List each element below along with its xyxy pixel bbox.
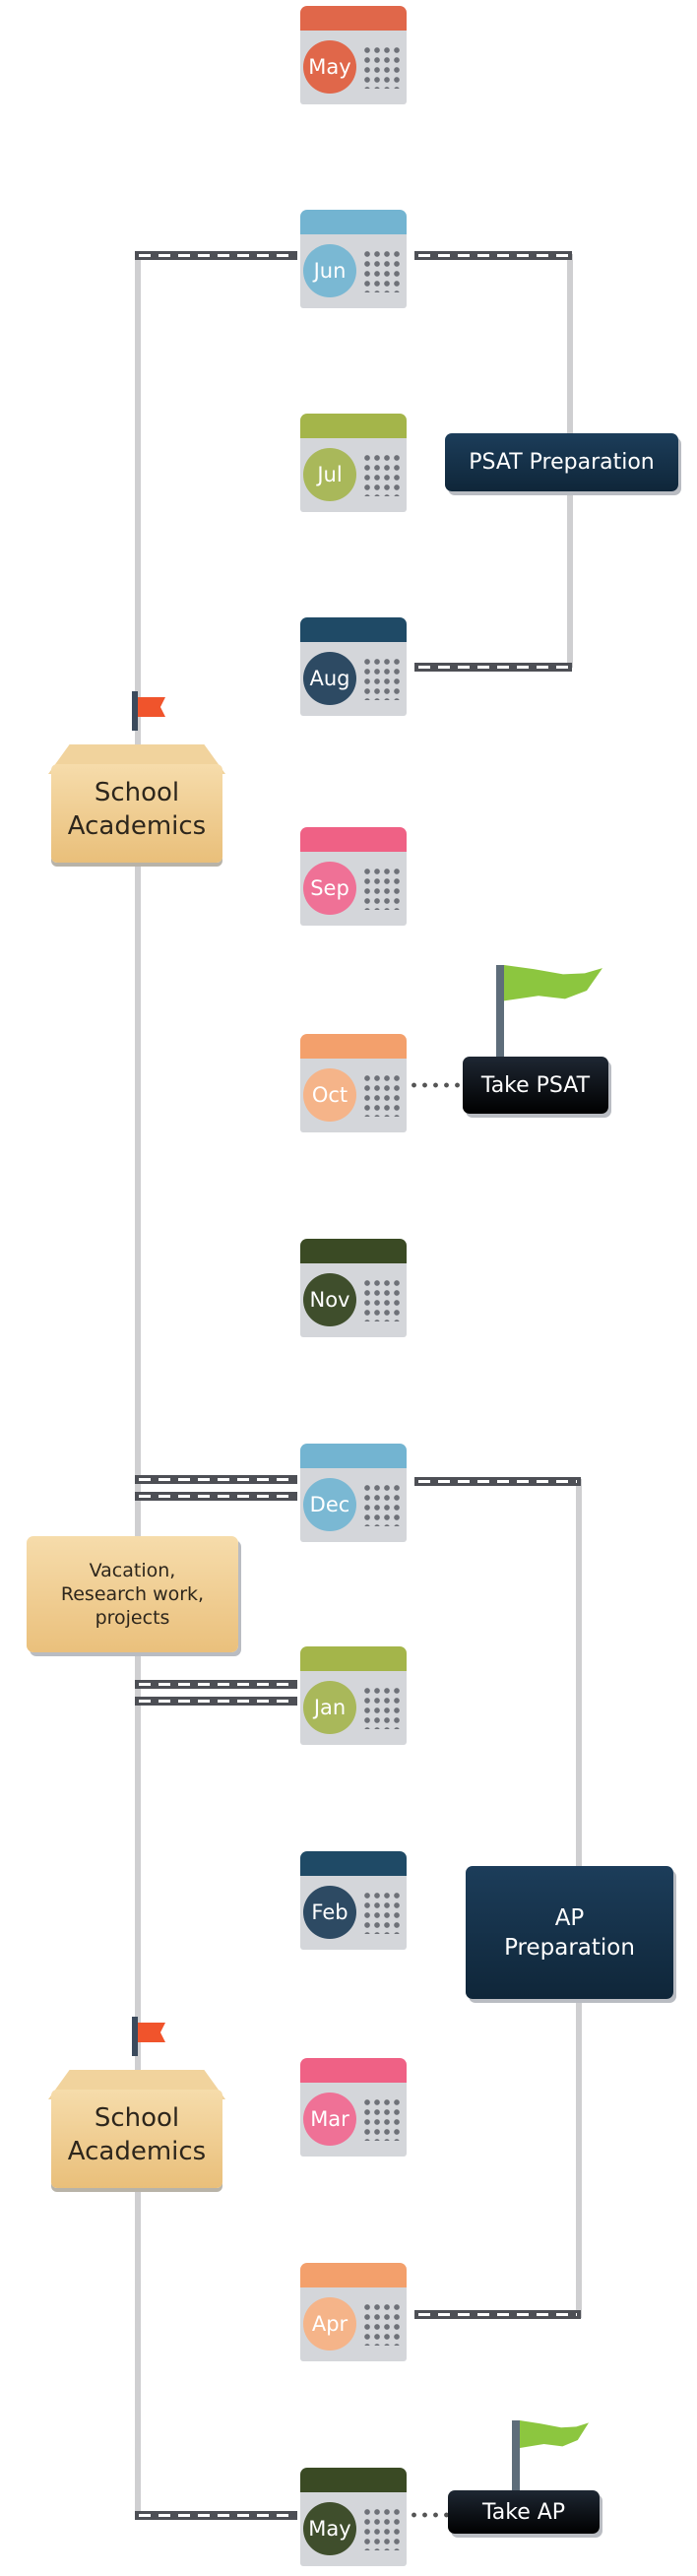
month-label: Sep (303, 862, 356, 915)
calendar-aug: Aug (300, 617, 407, 716)
take-ap-box: Take AP (448, 2490, 600, 2534)
school-building-icon (51, 2090, 222, 2188)
month-label: Jan (303, 1681, 356, 1734)
month-label: Feb (303, 1886, 356, 1939)
may-left-rail (135, 2511, 297, 2520)
month-label: Nov (303, 1273, 356, 1326)
calendar-header (300, 414, 407, 440)
calendar-days-icon (362, 2097, 402, 2141)
calendar-days-icon (362, 249, 402, 292)
jan-left-rail-bottom (135, 1697, 297, 1706)
dec-left-rail-bottom (135, 1492, 297, 1501)
ap-prep-line2: Preparation (504, 1934, 635, 1961)
school-label-line2: Academics (67, 811, 207, 841)
month-label: Aug (303, 652, 356, 705)
calendar-header (300, 210, 407, 236)
calendar-days-icon (362, 1073, 402, 1117)
calendar-apr: Apr (300, 2263, 407, 2361)
school-academics-label: School Academics (51, 2101, 222, 2168)
school-label-line2: Academics (67, 2137, 207, 2166)
school-academics-box-2: School Academics (43, 2060, 230, 2193)
calendar-days-icon (362, 2302, 402, 2346)
vacation-box: Vacation, Research work, projects (27, 1536, 238, 1652)
dec-right-rail (414, 1477, 581, 1486)
month-label: Apr (303, 2297, 356, 2351)
vacation-line2: Research work, (60, 1583, 205, 1605)
jun-left-rail (135, 251, 297, 260)
calendar-mar: Mar (300, 2058, 407, 2157)
month-label: Mar (303, 2093, 356, 2146)
calendar-may-1: May (300, 6, 407, 104)
calendar-days-icon (362, 1483, 402, 1526)
calendar-header (300, 2468, 407, 2494)
month-label: May (303, 2502, 356, 2555)
month-label: Dec (303, 1478, 356, 1531)
calendar-jul: Jul (300, 414, 407, 512)
month-label: Jul (303, 448, 356, 501)
left-timeline-line (135, 254, 141, 2515)
calendar-oct: Oct (300, 1034, 407, 1132)
calendar-days-icon (362, 1278, 402, 1321)
calendar-days-icon (362, 453, 402, 496)
calendar-header (300, 2263, 407, 2289)
calendar-header (300, 6, 407, 32)
vacation-line3: projects (95, 1607, 170, 1629)
calendar-days-icon (362, 1686, 402, 1729)
calendar-nov: Nov (300, 1239, 407, 1337)
month-label: Jun (303, 244, 356, 297)
school-label-line1: School (94, 2103, 180, 2133)
calendar-header (300, 1646, 407, 1673)
dec-left-rail-top (135, 1475, 297, 1484)
calendar-header (300, 2058, 407, 2085)
may-dotted-connector (409, 2512, 448, 2518)
calendar-header (300, 827, 407, 854)
calendar-header (300, 1034, 407, 1061)
school-academics-label: School Academics (51, 776, 222, 843)
school-building-icon (51, 764, 222, 863)
school-label-line1: School (94, 778, 180, 807)
calendar-header (300, 1239, 407, 1265)
ap-preparation-box: AP Preparation (466, 1866, 673, 1999)
calendar-header (300, 1851, 407, 1878)
calendar-header (300, 617, 407, 644)
vacation-line1: Vacation, (89, 1560, 176, 1581)
month-label: Oct (303, 1068, 356, 1122)
take-psat-box: Take PSAT (463, 1057, 608, 1114)
calendar-days-icon (362, 1891, 402, 1934)
ap-prep-line1: AP (554, 1904, 585, 1931)
calendar-jan: Jan (300, 1646, 407, 1745)
calendar-dec: Dec (300, 1444, 407, 1542)
calendar-days-icon (362, 657, 402, 700)
calendar-days-icon (362, 867, 402, 910)
calendar-sep: Sep (300, 827, 407, 926)
psat-preparation-box: PSAT Preparation (445, 433, 678, 491)
jun-right-rail (414, 251, 572, 260)
calendar-feb: Feb (300, 1851, 407, 1950)
jan-left-rail-top (135, 1680, 297, 1689)
calendar-header (300, 1444, 407, 1470)
calendar-days-icon (362, 45, 402, 89)
aug-right-rail (414, 663, 572, 672)
calendar-may-2: May (300, 2468, 407, 2566)
apr-right-rail (414, 2310, 581, 2319)
oct-dotted-connector (409, 1082, 463, 1088)
calendar-days-icon (362, 2507, 402, 2550)
calendar-jun: Jun (300, 210, 407, 308)
school-academics-box-1: School Academics (43, 735, 230, 868)
month-label: May (303, 40, 356, 94)
